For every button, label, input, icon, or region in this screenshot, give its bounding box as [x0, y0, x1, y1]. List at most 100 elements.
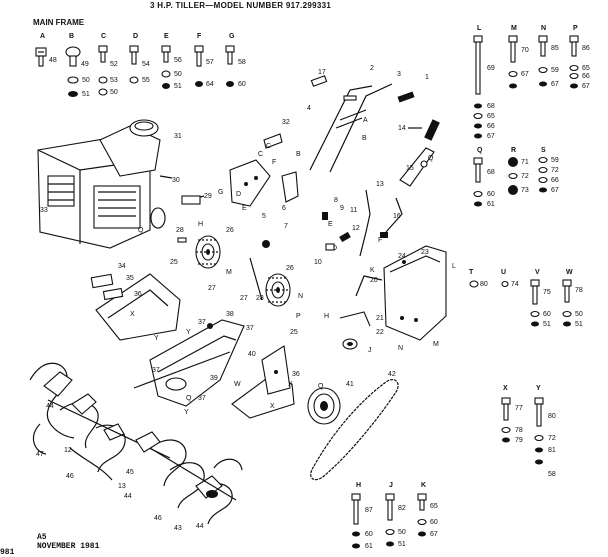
footer-code: A5 [37, 533, 47, 542]
hw-letter-w: W [566, 269, 573, 276]
drive-belt [310, 379, 399, 481]
hw-e-n0: 56 [174, 57, 182, 64]
callout-21: 21 [376, 315, 384, 322]
callout-30: 30 [172, 177, 180, 184]
tine-assembly-left [29, 362, 171, 481]
handle-assembly [309, 75, 415, 173]
hw-g-n1: 60 [238, 81, 246, 88]
hw-w-n2: 51 [575, 321, 583, 328]
ref-n-guard: N [398, 345, 403, 352]
hw-n-n2: 67 [551, 81, 559, 88]
hw-e-n2: 51 [174, 83, 182, 90]
ref-u-pulley-2: Q [318, 383, 324, 390]
hw-n-n0: 85 [551, 45, 559, 52]
callout-16: 16 [393, 213, 401, 220]
ref-f-cable: F [378, 237, 382, 244]
hw-x-n1: 78 [515, 427, 523, 434]
callout-17: 17 [318, 69, 326, 76]
tine-shield [90, 273, 181, 341]
hw-k-n0: 65 [430, 503, 438, 510]
hw-letter-k: K [421, 482, 426, 489]
callout-26: 26 [226, 227, 234, 234]
hw-s-n2: 66 [551, 177, 559, 184]
callout-47: 47 [36, 451, 44, 458]
idler-arm [339, 275, 383, 350]
hw-s-n3: 67 [551, 187, 559, 194]
callout-31: 31 [174, 133, 182, 140]
hw-m-n0: 70 [521, 47, 529, 54]
ref-f-bracket: F [272, 159, 276, 166]
callout-43: 43 [174, 525, 182, 532]
hw-j-n0: 82 [398, 505, 406, 512]
hw-l-n4: 67 [487, 133, 495, 140]
ref-d-bracket: D [236, 191, 241, 198]
hw-l-n2: 65 [487, 113, 495, 120]
hw-q-n0: 68 [487, 169, 495, 176]
callout-42: 42 [388, 371, 396, 378]
callout-14: 14 [398, 125, 406, 132]
bolt-g [225, 45, 235, 87]
hw-letter-p: P [573, 25, 578, 32]
ref-c-bracket: C [258, 151, 263, 158]
hw-c-n0: 52 [110, 61, 118, 68]
hw-v-n2: 51 [543, 321, 551, 328]
callout-46b: 46 [154, 515, 162, 522]
callout-38: 38 [226, 311, 234, 318]
callout-15: 15 [406, 165, 414, 172]
callout-23: 23 [421, 249, 429, 256]
callout-22: 22 [376, 329, 384, 336]
callout-36: 36 [134, 291, 142, 298]
muffler-guard [181, 195, 201, 205]
hw-letter-l: L [477, 25, 482, 32]
hw-j-n2: 51 [398, 541, 406, 548]
hw-letter-n: N [541, 25, 546, 32]
footer-page: 981 [0, 548, 15, 557]
bolt-e [161, 45, 171, 89]
hw-b-n1: 50 [82, 77, 90, 84]
ref-x-shield: Y [186, 329, 191, 336]
callout-12b: 12 [64, 447, 72, 454]
footer-date: NOVEMBER 1981 [37, 542, 100, 551]
hardware-column-right-low: T 80 U 74 V 75 60 51 W 78 50 51 [469, 269, 583, 328]
ref-b-handle-2: B [296, 151, 301, 158]
drive-wheel-lower [265, 273, 291, 307]
ref-w-shield: Y [154, 335, 159, 342]
hw-v-n1: 60 [543, 311, 551, 318]
hw-w-n1: 50 [575, 311, 583, 318]
callout-45: 45 [126, 469, 134, 476]
ref-m-guard: M [433, 341, 439, 348]
callout-37c: 37 [152, 367, 160, 374]
hardware-row-bottom: H 87 60 61 J 82 50 51 K 65 60 67 [351, 482, 438, 550]
hw-n-n1: 59 [551, 67, 559, 74]
ref-b-handle: B [362, 135, 367, 142]
belt-guard [383, 245, 447, 341]
hw-r-n0: 71 [521, 159, 529, 166]
hw-x-n2: 79 [515, 437, 523, 444]
page-title: 3 H.P. TILLER—MODEL NUMBER 917.299331 [150, 1, 332, 10]
callout-11: 11 [350, 207, 357, 214]
ref-l-guard: L [452, 263, 456, 270]
hw-l-n3: 66 [487, 123, 495, 130]
engine-assembly [37, 119, 166, 249]
hw-q-n1: 60 [487, 191, 495, 198]
hw-letter-b: B [69, 33, 74, 40]
hw-b-n2: 51 [82, 91, 90, 98]
hw-w-n0: 78 [575, 287, 583, 294]
callout-9: 9 [340, 205, 344, 212]
callout-8: 8 [334, 197, 338, 204]
hw-u-n0: 74 [511, 281, 519, 288]
tine-assembly-right [135, 431, 243, 525]
hw-s-n0: 59 [551, 157, 559, 164]
ref-y-trans: Y [184, 409, 189, 416]
callout-37b: 37 [246, 325, 254, 332]
bolt-c [98, 45, 108, 96]
hw-p-n1: 65 [582, 65, 590, 72]
callout-25: 25 [170, 259, 178, 266]
callout-44c: 44 [196, 523, 204, 530]
callout-1: 1 [425, 74, 429, 81]
ref-j-idler: J [368, 347, 372, 354]
hw-letter-x: X [503, 385, 508, 392]
callout-5: 5 [262, 213, 266, 220]
